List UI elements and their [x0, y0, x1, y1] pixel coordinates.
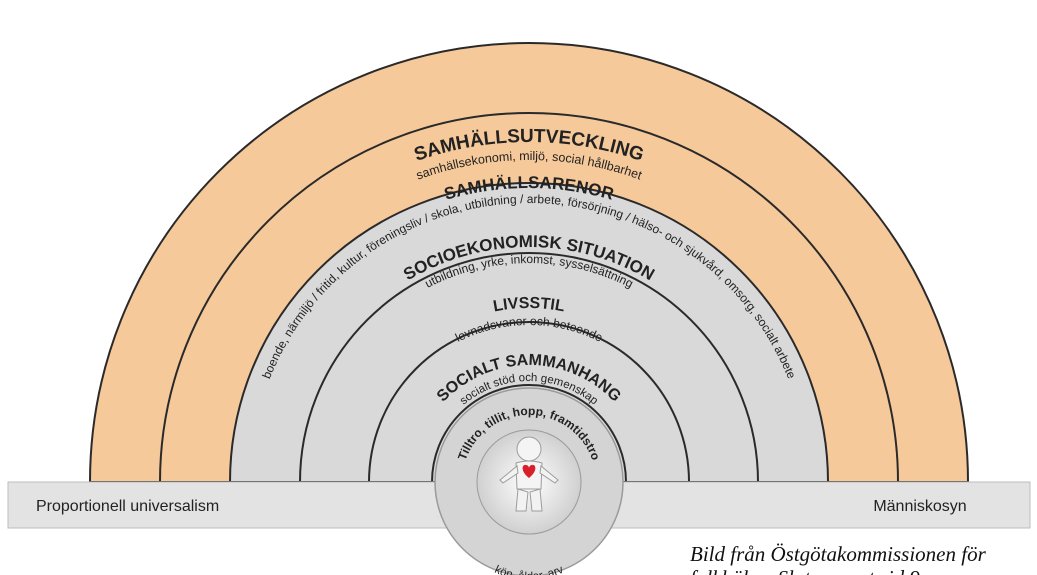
manniskosyn-label: Människosyn [873, 498, 966, 515]
image-caption: Bild från Östgötakommissionen för folkhä… [690, 542, 1037, 575]
proportionell-universalism-label: Proportionell universalism [36, 498, 219, 515]
